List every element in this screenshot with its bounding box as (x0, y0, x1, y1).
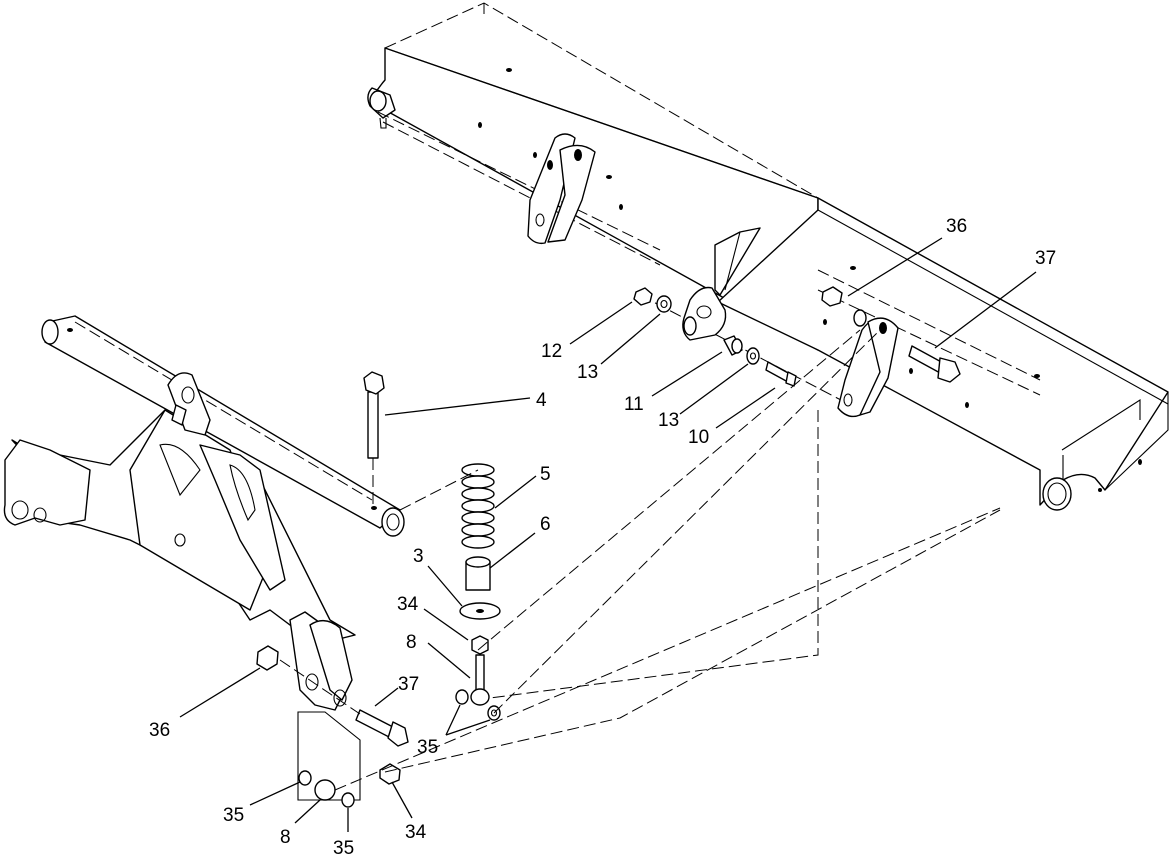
lift-arm-assembly (3, 315, 409, 747)
callout-10: 10 (688, 427, 709, 448)
callout-35: 35 (333, 838, 354, 859)
nut-36-top (821, 286, 843, 307)
callout-35: 35 (223, 805, 244, 826)
leader-lines (179, 237, 1037, 832)
callout-36: 36 (149, 720, 170, 741)
callout-8: 8 (406, 632, 417, 653)
carrier-frame (367, 2, 1169, 511)
nut-36-bottom (256, 645, 279, 671)
callout-6: 6 (540, 514, 551, 535)
callout-13: 13 (658, 410, 679, 431)
bolt-4 (367, 391, 379, 459)
callout-3: 3 (413, 546, 424, 567)
eyebolt-8-bottom (314, 779, 336, 801)
callout-labels: 36 37 12 13 11 13 10 4 5 6 3 34 8 35 37 … (149, 216, 1056, 859)
callout-4: 4 (536, 390, 547, 411)
callout-12: 12 (541, 341, 562, 362)
callout-34: 34 (397, 594, 419, 615)
right-pivot-bracket (821, 286, 961, 418)
spring-5 (461, 463, 495, 549)
callout-36: 36 (946, 216, 967, 237)
assembly-hidden-lines (384, 324, 1001, 773)
eyebolt-8-mid (475, 654, 485, 691)
callout-35: 35 (417, 737, 438, 758)
callout-5: 5 (540, 464, 551, 485)
bushing-35-bottom-a (298, 770, 312, 786)
washer-13a (656, 295, 672, 313)
callout-8: 8 (280, 827, 291, 848)
callout-11: 11 (624, 394, 644, 415)
lower-link-hardware (297, 507, 1001, 808)
callout-13: 13 (577, 362, 598, 383)
callout-34: 34 (405, 822, 427, 843)
bushing-35-bottom-b (341, 792, 355, 808)
callout-37: 37 (1035, 248, 1056, 269)
nut-12 (633, 287, 653, 306)
bushing-35-mid-a (455, 689, 469, 705)
nut-34-mid (471, 635, 489, 655)
washer-13b (746, 347, 760, 365)
callout-37: 37 (398, 674, 419, 695)
spring-stack (363, 371, 501, 721)
center-pivot-hardware (633, 286, 861, 411)
